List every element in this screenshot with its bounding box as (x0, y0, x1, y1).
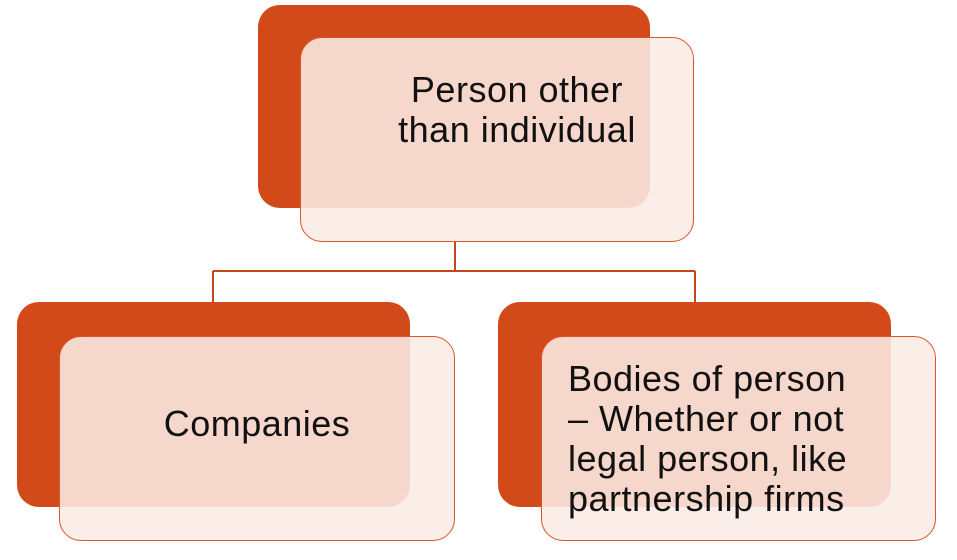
companies-node-label: Companies (163, 402, 351, 444)
root-node-label: Person other than individual (398, 68, 636, 150)
bodies-node-label: Bodies of person – Whether or not legal … (568, 357, 848, 519)
bodies-node: Bodies of person – Whether or not legal … (541, 336, 936, 541)
companies-node: Companies (59, 336, 455, 541)
root-node: Person other than individual (300, 37, 694, 242)
